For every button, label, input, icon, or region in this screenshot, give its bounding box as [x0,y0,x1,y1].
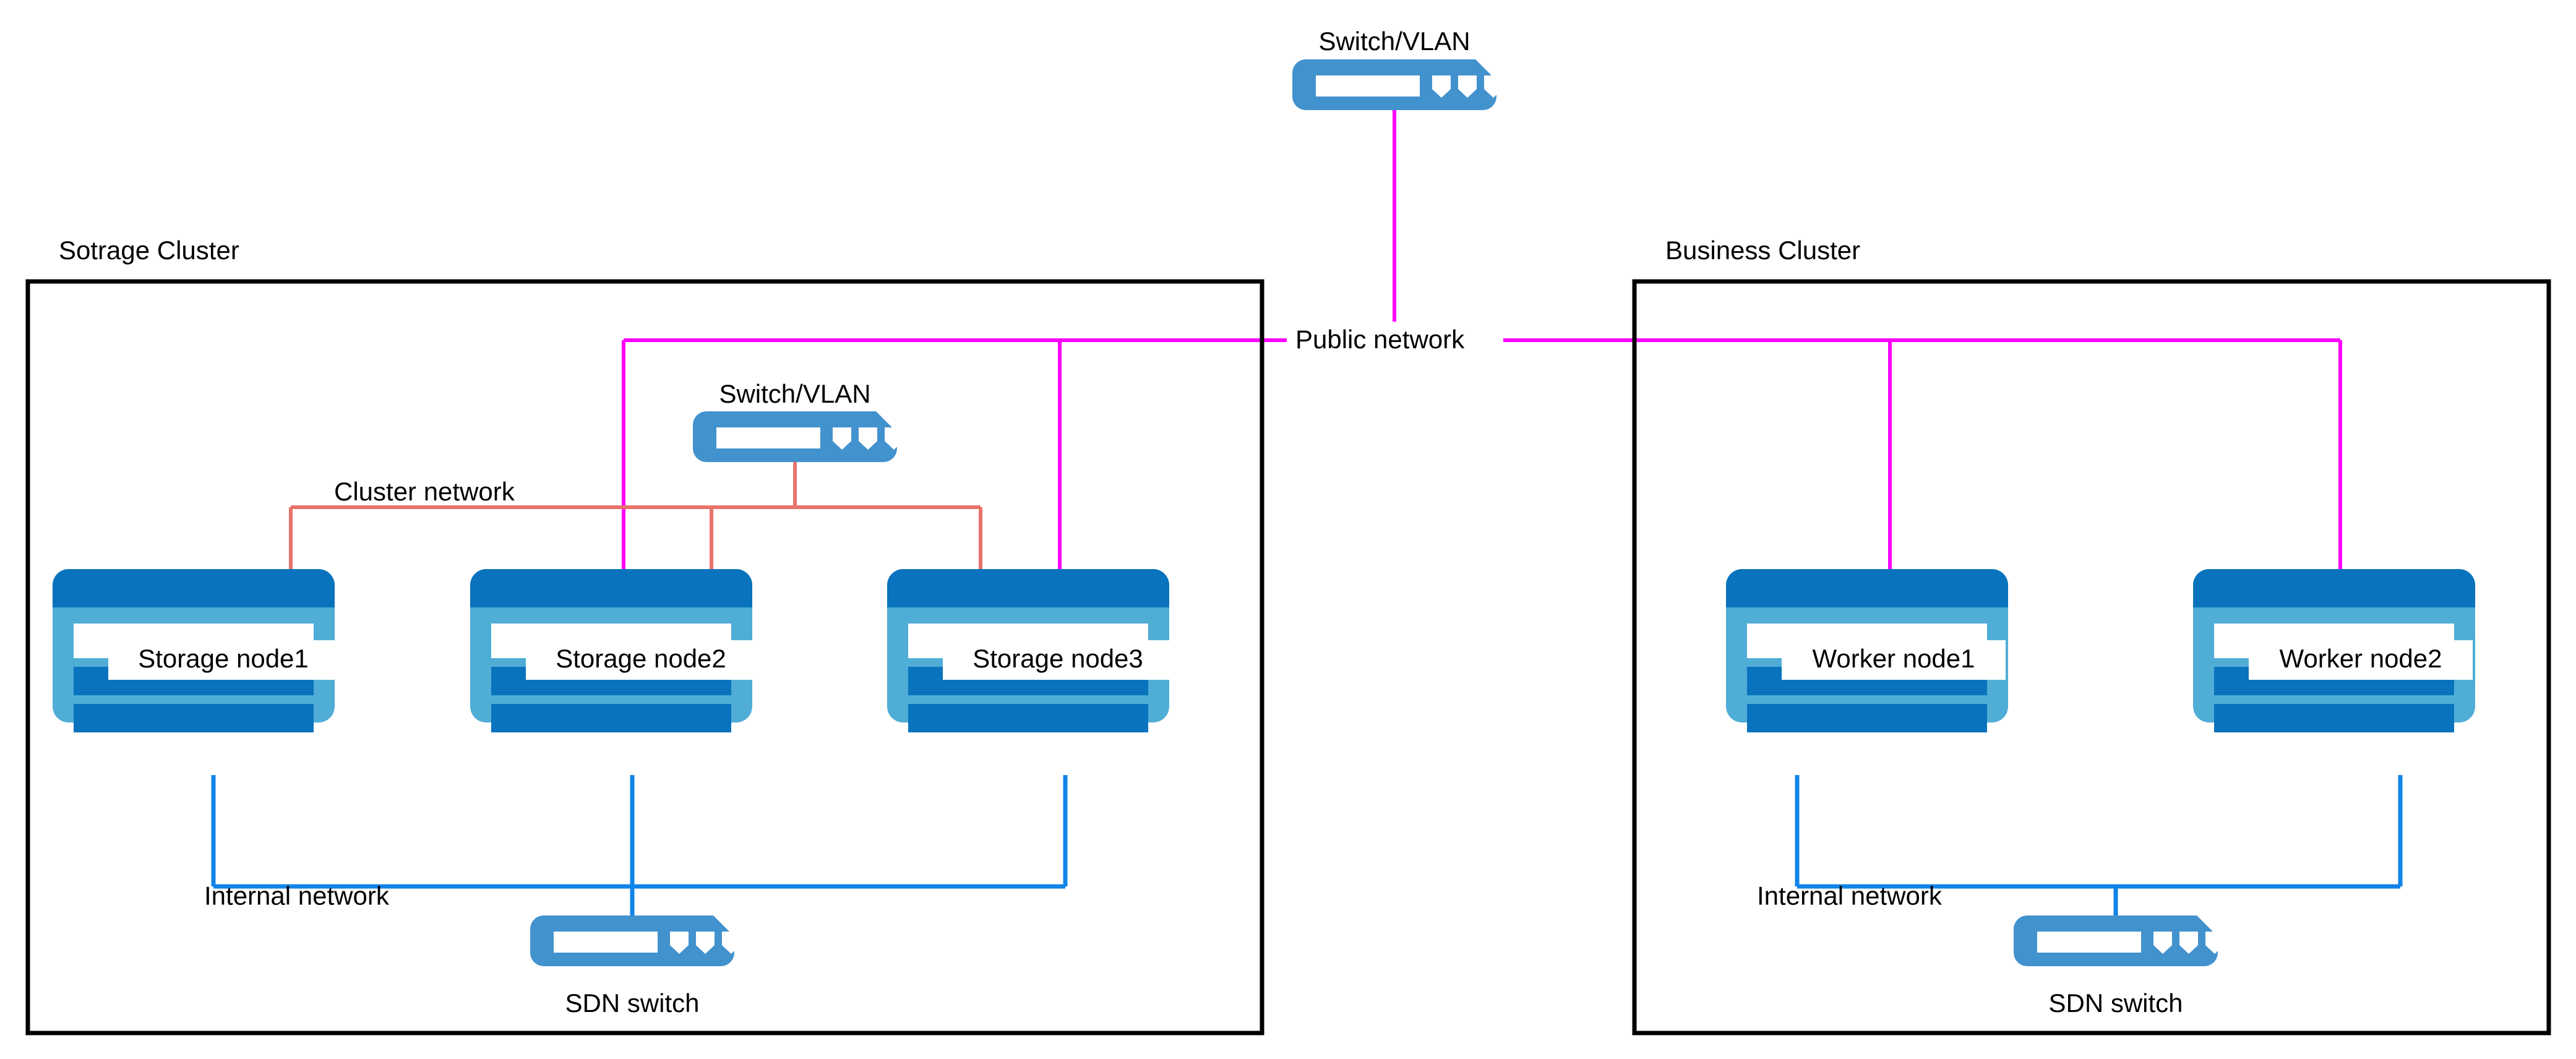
storage-sdn-switch-label: SDN switch [565,988,699,1018]
storage-internal-network-label: Internal network [204,881,390,910]
storage-node-1-label-plate [108,640,338,680]
storage-node-3[interactable]: Storage node3 [887,569,1173,732]
cluster-network-label: Cluster network [334,477,515,506]
switch-icon [2014,915,2224,966]
business-cluster-frame [1632,279,2551,1035]
worker-node-2-label: Worker node2 [2279,644,2442,673]
worker-node-1-label: Worker node1 [1812,644,1975,673]
storage-switch-label: Switch/VLAN [719,379,870,408]
storage-cluster-frame [25,279,1264,1035]
switch-icon [1292,59,1503,110]
business-sdn-switch-label: SDN switch [2048,988,2183,1018]
storage-node-3-label: Storage node3 [972,644,1143,673]
switch-icon [693,411,903,462]
worker-node-2-label-plate [2249,640,2473,680]
cluster-network-links [289,458,982,569]
storage-cluster-title: Sotrage Cluster [59,236,239,265]
business-internal-network-label: Internal network [1757,881,1943,910]
storage-node-1[interactable]: Storage node1 [53,569,338,732]
public-network-label-plate [1288,322,1503,360]
business-sdn-switch[interactable]: SDN switch [2014,915,2224,1018]
internal-network-links-storage [211,775,1068,915]
public-network-label: Public network [1295,325,1465,354]
public-network-links [622,110,2342,569]
worker-node-1-label-plate [1782,640,2006,680]
storage-node-1-label: Storage node1 [138,644,309,673]
business-cluster-title: Business Cluster [1665,236,1860,265]
storage-node-2[interactable]: Storage node2 [470,569,756,732]
worker-node-2[interactable]: Worker node2 [2193,569,2475,732]
storage-node-2-label-plate [526,640,756,680]
internal-network-links-business [1795,775,2403,915]
storage-sdn-switch[interactable]: SDN switch [530,915,741,1018]
storage-cluster-switch[interactable]: Switch/VLAN [693,379,903,462]
worker-node-1[interactable]: Worker node1 [1726,569,2008,732]
storage-node-3-label-plate [943,640,1173,680]
top-switch[interactable]: Switch/VLAN [1292,27,1503,110]
top-switch-label: Switch/VLAN [1318,27,1470,56]
switch-icon [530,915,741,966]
public-network-label-group: Public network [1288,322,1503,360]
storage-node-2-label: Storage node2 [556,644,726,673]
